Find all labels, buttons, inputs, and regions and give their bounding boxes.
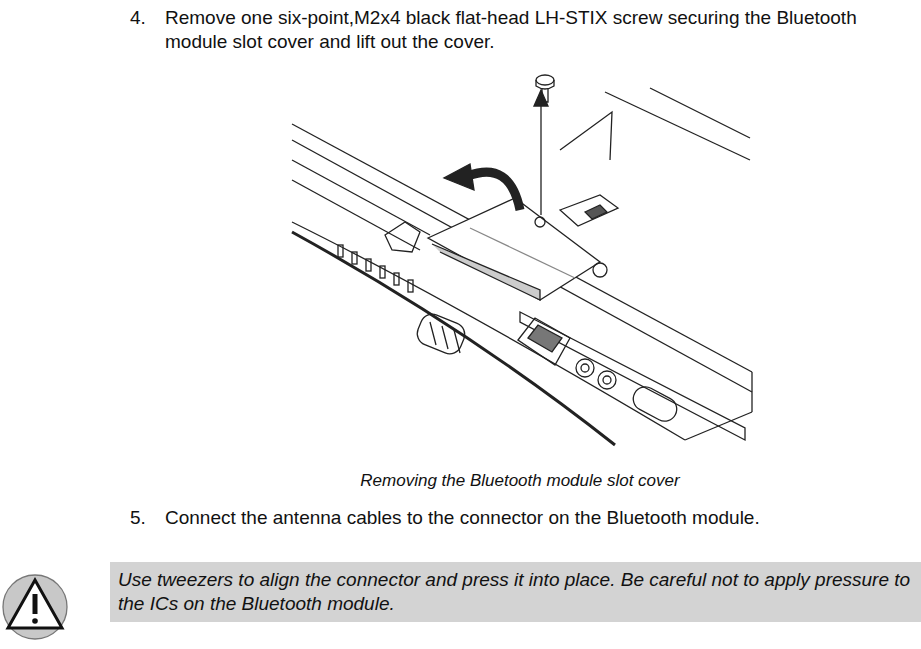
jack	[598, 371, 616, 389]
jack	[576, 359, 594, 377]
warning-icon	[3, 575, 67, 639]
step-number: 4.	[130, 6, 160, 30]
port-panel	[520, 312, 745, 440]
lift-arrow	[540, 104, 541, 215]
body-edge	[292, 124, 752, 372]
tab	[385, 222, 420, 252]
hole	[593, 263, 607, 277]
arrow-head	[534, 90, 548, 106]
slot-cover	[428, 198, 600, 300]
body-edge	[292, 180, 420, 250]
body-edge	[292, 160, 430, 235]
jack	[581, 364, 589, 372]
latch	[560, 195, 618, 226]
note-band: Use tweezers to align the connector and …	[110, 562, 921, 622]
step-number: 5.	[130, 506, 160, 530]
slot-cover-fold	[470, 228, 575, 278]
body-edge	[751, 372, 752, 412]
button	[629, 383, 681, 426]
screw-hole	[535, 217, 545, 227]
jack	[603, 376, 611, 384]
body-edge	[292, 140, 752, 392]
step-text: Connect the antenna cables to the connec…	[165, 506, 865, 530]
figure-caption: Removing the Bluetooth module slot cover	[270, 469, 770, 493]
panel-edge	[560, 112, 612, 160]
port	[528, 325, 562, 352]
latch	[585, 205, 607, 219]
screw	[536, 75, 554, 102]
port	[518, 318, 570, 365]
panel-edge	[650, 88, 750, 138]
slide-switch	[430, 322, 460, 353]
arrow-head	[444, 164, 474, 190]
note-text: Use tweezers to align the connector and …	[118, 568, 913, 616]
remove-arrow	[468, 172, 520, 210]
step-text: Remove one six-point,M2x4 black flat-hea…	[165, 6, 915, 54]
vent-slots	[338, 245, 413, 292]
slide-switch	[414, 311, 469, 358]
slot-cover-fold	[432, 244, 540, 300]
